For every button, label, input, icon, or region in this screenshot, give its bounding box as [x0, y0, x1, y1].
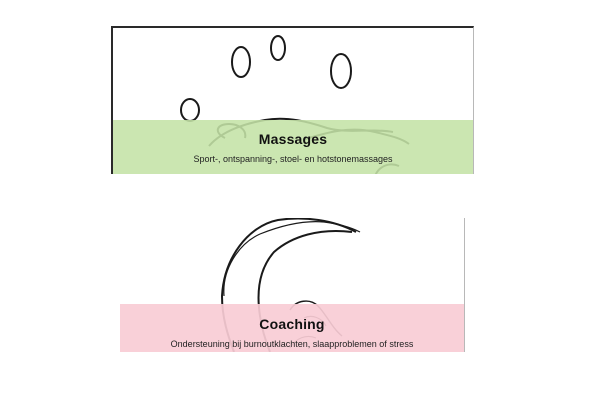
- coaching-banner: Coaching Ondersteuning bij burnoutklacht…: [120, 304, 464, 352]
- service-subtitle: Ondersteuning bij burnoutklachten, slaap…: [170, 339, 414, 349]
- massages-card[interactable]: Massages Sport-, ontspanning-, stoel- en…: [111, 26, 474, 174]
- service-subtitle: Sport-, ontspanning-, stoel- en hotstone…: [193, 154, 393, 164]
- coaching-card[interactable]: Coaching Ondersteuning bij burnoutklacht…: [120, 218, 465, 352]
- massages-banner: Massages Sport-, ontspanning-, stoel- en…: [113, 120, 473, 174]
- service-title: Coaching: [259, 316, 325, 332]
- service-title: Massages: [258, 131, 328, 147]
